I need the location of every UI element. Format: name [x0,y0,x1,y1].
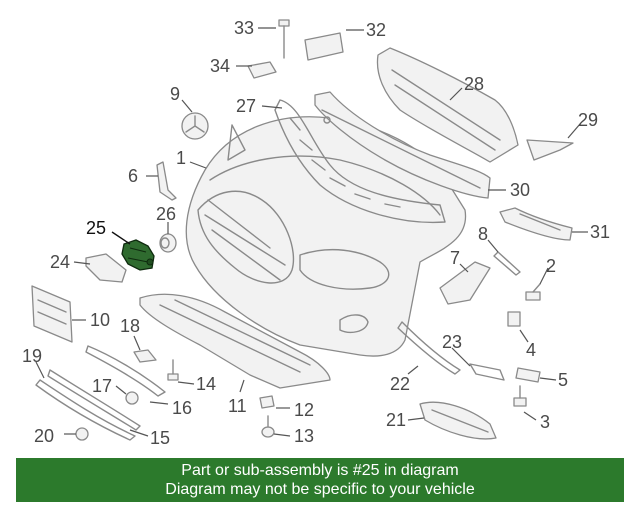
part-12-fastener[interactable] [259,395,275,409]
part-7-bracket[interactable] [439,261,491,305]
callout-3[interactable]: 3 [540,412,550,432]
part-5-clip[interactable] [515,367,541,383]
part-11-lower-cover[interactable] [139,293,331,389]
callout-8[interactable]: 8 [478,224,488,244]
callout-labels: 33 32 34 9 27 28 29 1 6 30 26 31 25 8 2 … [22,18,610,448]
callout-26[interactable]: 26 [156,204,176,224]
callout-9[interactable]: 9 [170,84,180,104]
callout-2[interactable]: 2 [546,256,556,276]
part-26-sensor[interactable] [159,233,177,253]
callout-7[interactable]: 7 [450,248,460,268]
part-4-clip[interactable] [507,311,521,327]
part-32-bracket[interactable] [304,32,344,61]
part-23-trim[interactable] [469,363,505,381]
part-27-upper-support[interactable] [274,99,446,224]
part-25-highlighted[interactable] [121,239,155,271]
part-18-clip[interactable] [133,349,157,363]
part-15-grille-strip[interactable] [47,369,141,431]
part-14-screw[interactable] [167,359,179,381]
part-33-bolt[interactable] [278,19,290,59]
callout-11[interactable]: 11 [228,396,247,416]
callout-19[interactable]: 19 [22,346,42,366]
callout-31[interactable]: 31 [590,222,610,242]
part-16-trim[interactable] [85,345,166,397]
callout-33[interactable]: 33 [234,18,254,38]
callout-20[interactable]: 20 [34,426,54,446]
callout-14[interactable]: 14 [196,374,216,394]
callout-28[interactable]: 28 [464,74,484,94]
callout-5[interactable]: 5 [558,370,568,390]
callout-1[interactable]: 1 [176,148,186,168]
callout-32[interactable]: 32 [366,20,386,40]
part-29-trim[interactable] [526,139,574,161]
callout-4[interactable]: 4 [526,340,536,360]
callout-29[interactable]: 29 [578,110,598,130]
part-24-bracket[interactable] [85,253,127,283]
footer-line-1: Part or sub-assembly is #25 in diagram [181,462,459,479]
part-31-side-bracket[interactable] [499,207,573,241]
callout-21[interactable]: 21 [386,410,406,430]
callout-12[interactable]: 12 [294,400,314,420]
callout-16[interactable]: 16 [172,398,192,418]
part-30-impact-absorber[interactable] [314,91,491,199]
callout-24[interactable]: 24 [50,252,70,272]
part-13-fastener[interactable] [261,415,275,438]
footer-banner: Part or sub-assembly is #25 in diagram D… [16,458,624,502]
part-9-emblem[interactable] [181,112,209,140]
callout-34[interactable]: 34 [210,56,230,76]
part-20-clip[interactable] [75,427,89,441]
part-21-fog-cover[interactable] [419,401,497,440]
part-28-reinforcement[interactable] [376,47,519,163]
part-10-plate-bracket[interactable] [31,285,73,343]
callout-25[interactable]: 25 [86,218,106,238]
callout-17[interactable]: 17 [92,376,112,396]
callout-10[interactable]: 10 [90,310,110,330]
part-8-strip[interactable] [493,251,521,276]
part-22-trim[interactable] [397,321,461,375]
part-6-bracket[interactable] [156,161,177,201]
callout-23[interactable]: 23 [442,332,462,352]
part-1-bumper-cover[interactable] [185,116,467,357]
callout-30[interactable]: 30 [510,180,530,200]
callout-18[interactable]: 18 [120,316,140,336]
part-3-screw[interactable] [513,385,527,407]
callout-27[interactable]: 27 [236,96,256,116]
part-19-lower-trim[interactable] [35,379,136,441]
part-2-screw[interactable] [525,283,541,301]
callout-15[interactable]: 15 [150,428,170,448]
callout-13[interactable]: 13 [294,426,314,446]
part-34-clip[interactable] [247,61,277,79]
callout-22[interactable]: 22 [390,374,410,394]
footer-line-2: Diagram may not be specific to your vehi… [165,481,475,498]
callout-6[interactable]: 6 [128,166,138,186]
part-17-clip[interactable] [125,391,139,405]
leader-lines [35,27,588,437]
